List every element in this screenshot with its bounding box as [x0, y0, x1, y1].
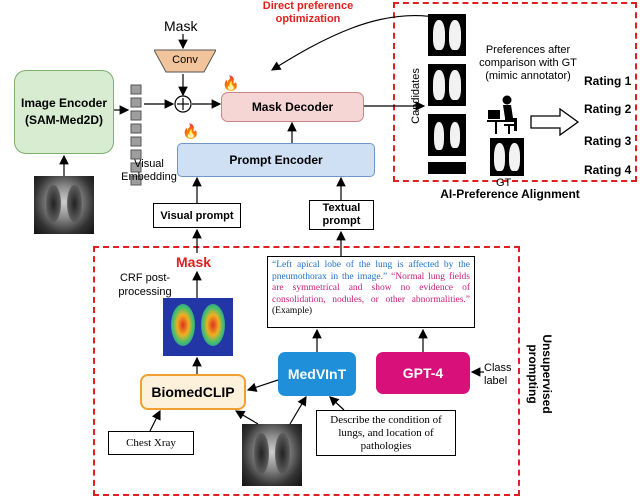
- example-text-box: “Left apical lobe of the lung is affecte…: [267, 256, 475, 328]
- example-text-blue: “Left apical lobe of the lung is affecte…: [272, 260, 470, 282]
- heatmap-image: [163, 298, 233, 356]
- chest-xray-box: Chest Xray: [108, 431, 194, 455]
- candidate-mask-3: [428, 114, 466, 156]
- candidate-mask-1: [428, 14, 466, 56]
- flame-icon-encoder: 🔥: [182, 123, 200, 139]
- rating-4: Rating 4: [584, 163, 632, 177]
- textual-prompt-box: Textual prompt: [309, 200, 374, 230]
- candidate-mask-2: [428, 64, 466, 106]
- conv-shape: [153, 49, 217, 73]
- visual-prompt-box: Visual prompt: [153, 203, 241, 228]
- gpt4-block: GPT-4: [376, 352, 470, 394]
- conv-label: Conv: [172, 54, 198, 66]
- mask-red-label: Mask: [176, 254, 212, 270]
- image-encoder-title: Image Encoder: [20, 96, 108, 110]
- ai-preference-label: AI-Preference Alignment: [440, 187, 580, 201]
- rating-1: Rating 1: [584, 74, 632, 88]
- image-encoder-subtitle: (SAM-Med2D): [25, 113, 103, 127]
- rating-3: Rating 3: [584, 134, 632, 148]
- crf-label: CRF post-processing: [118, 272, 172, 298]
- biomedclip-block: BiomedCLIP: [140, 374, 246, 410]
- describe-box: Describe the condition of lungs, and loc…: [316, 410, 456, 456]
- class-label: Class label: [484, 362, 512, 387]
- prompt-encoder-block: Prompt Encoder: [177, 143, 375, 177]
- unsupervised-region: [93, 246, 520, 496]
- example-text-suffix: (Example): [272, 306, 313, 316]
- plus-operator-icon: [174, 95, 192, 113]
- gt-mask: [490, 138, 524, 176]
- visual-embedding-stack: [130, 84, 142, 196]
- unsupervised-label: Unsupervised prompting: [526, 334, 554, 414]
- conv-block: Conv: [153, 48, 217, 74]
- annotator-icon: [487, 94, 525, 136]
- input-xray-top: [34, 176, 94, 234]
- flame-icon-decoder: 🔥: [222, 75, 240, 91]
- visual-embedding-label: Visual Embedding: [121, 158, 177, 183]
- candidates-label: Candidates: [410, 68, 422, 124]
- example-text-pink: “Normal lung fields are symmetrical and …: [272, 271, 471, 305]
- input-xray-bottom: [242, 424, 302, 486]
- mask-top-label: Mask: [164, 18, 198, 34]
- mask-decoder-block: Mask Decoder: [221, 92, 364, 122]
- image-encoder-block: Image Encoder (SAM-Med2D): [14, 70, 114, 154]
- preferences-label: Preferences after comparison with GT (mi…: [479, 44, 577, 82]
- dpo-label: Direct preference optimization: [262, 0, 354, 25]
- candidate-mask-4b: [428, 162, 466, 174]
- medvint-block: MedVInT: [278, 352, 356, 396]
- rating-2: Rating 2: [584, 102, 632, 116]
- gt-label: GT: [496, 177, 512, 189]
- ai-preference-region: [393, 2, 637, 182]
- ranking-arrow-icon: [530, 107, 580, 137]
